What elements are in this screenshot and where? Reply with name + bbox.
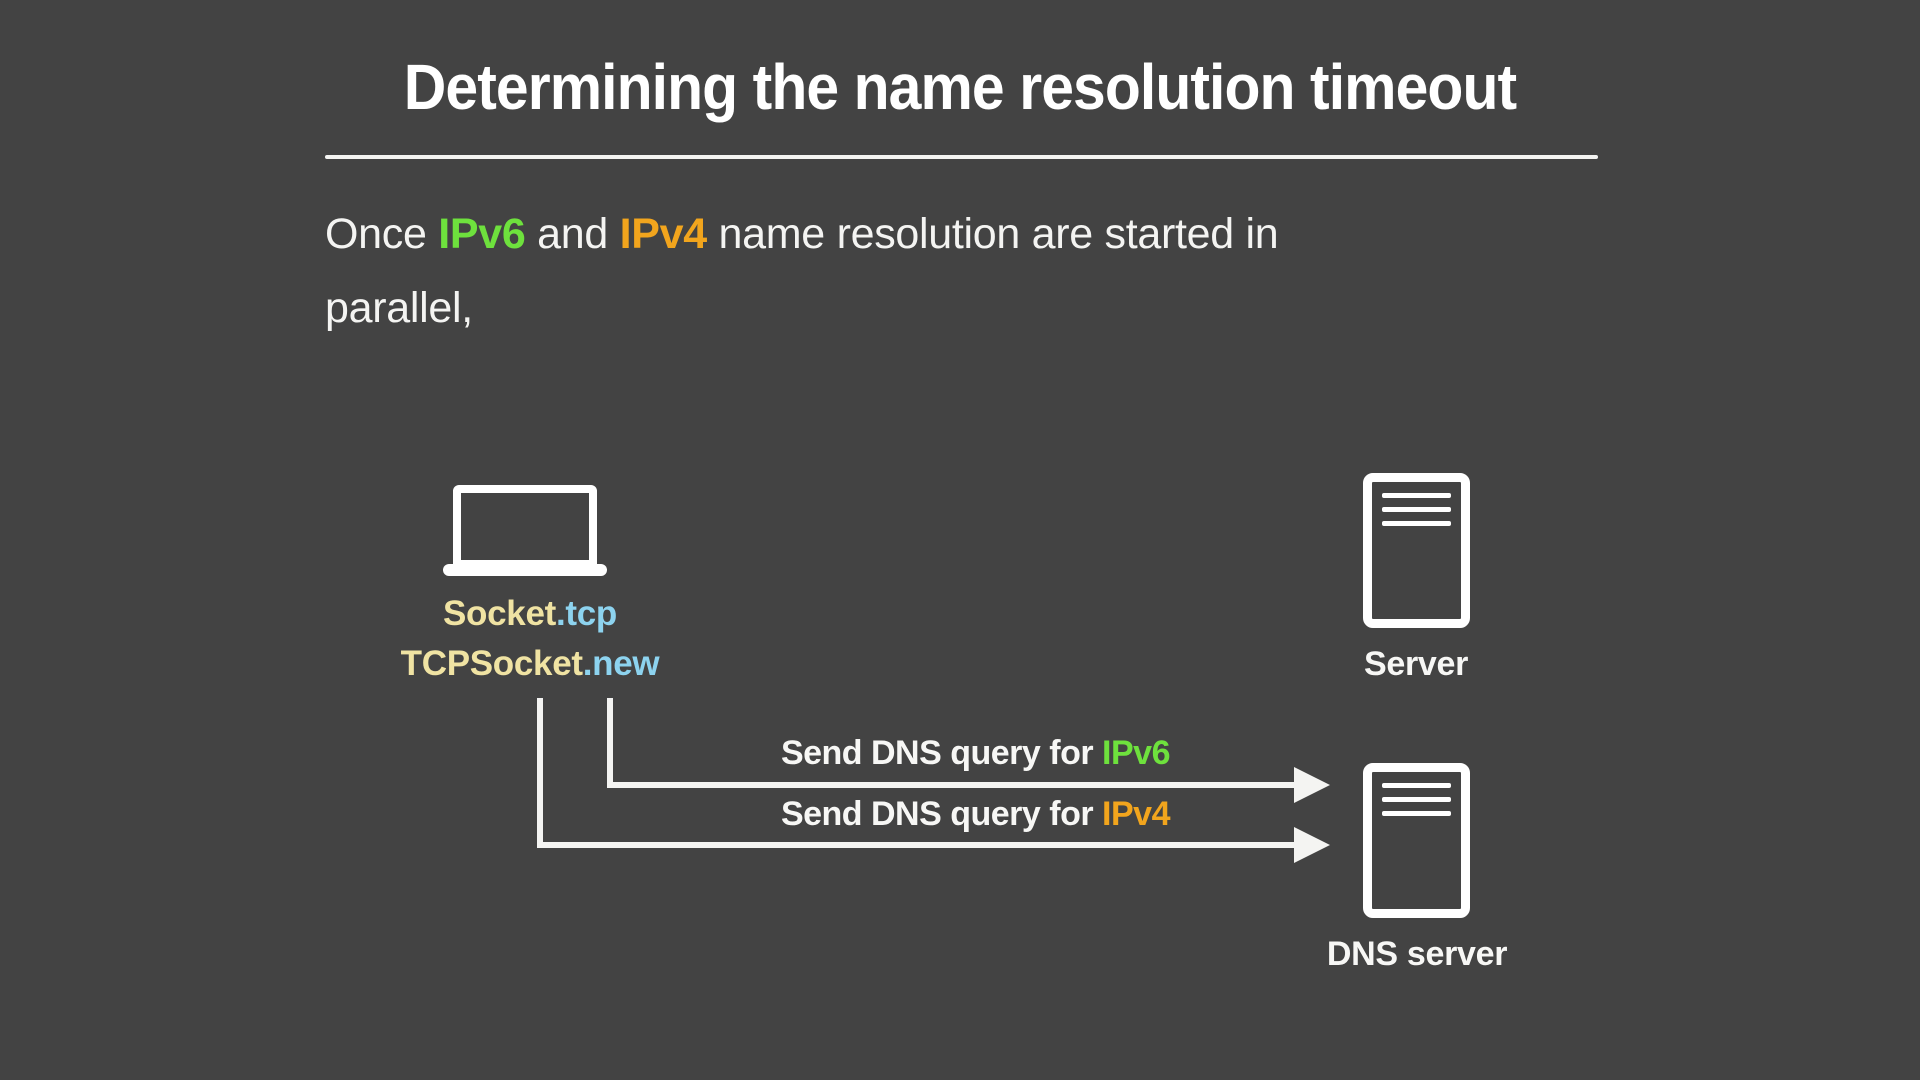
client-code-label: Socket.tcp TCPSocket.new [330, 589, 730, 689]
ipv4-arrowhead-icon [1294, 827, 1330, 863]
ipv4-query-text: Send DNS query for [780, 795, 1103, 833]
title-underline [325, 155, 1598, 159]
socket-class: Socket [442, 594, 556, 633]
ipv6-query-highlight: IPv6 [1102, 734, 1170, 772]
dns-server-label: DNS server [1326, 935, 1508, 973]
ipv6-query-text: Send DNS query for [780, 734, 1103, 772]
page-title: Determining the name resolution timeout [403, 51, 1517, 123]
intro-line2: parallel, [325, 284, 473, 332]
ipv6-highlight: IPv6 [438, 210, 526, 258]
intro-part2: and [525, 210, 620, 258]
ipv6-arrowhead-icon [1294, 767, 1330, 803]
dns-server-icon [1363, 763, 1470, 918]
ipv4-query-highlight: IPv4 [1102, 795, 1170, 833]
server-vent-line [1382, 493, 1451, 498]
ipv6-query-label: Send DNS query for IPv6 [620, 733, 1171, 773]
server-vent-line [1382, 797, 1451, 802]
tcpsocket-method: .new [582, 644, 660, 683]
server-vent-line [1382, 783, 1451, 788]
server-vent-line [1382, 811, 1451, 816]
intro-part1: Once [325, 210, 439, 258]
intro-text: Once IPv6 and IPv4 name resolution are s… [325, 197, 1525, 345]
server-label: Server [1363, 645, 1469, 683]
server-icon [1363, 473, 1470, 628]
socket-tcp-label: Socket.tcp [330, 589, 730, 639]
tcpsocket-class: TCPSocket [400, 644, 583, 683]
socket-method: .tcp [555, 594, 617, 633]
laptop-base [443, 564, 607, 576]
laptop-icon [453, 485, 597, 568]
intro-part3: name resolution are started in [706, 210, 1279, 258]
server-vent-line [1382, 521, 1451, 526]
server-vent-line [1382, 507, 1451, 512]
ipv4-highlight: IPv4 [619, 210, 708, 258]
ipv4-query-label: Send DNS query for IPv4 [620, 794, 1171, 834]
tcpsocket-new-label: TCPSocket.new [330, 639, 730, 689]
